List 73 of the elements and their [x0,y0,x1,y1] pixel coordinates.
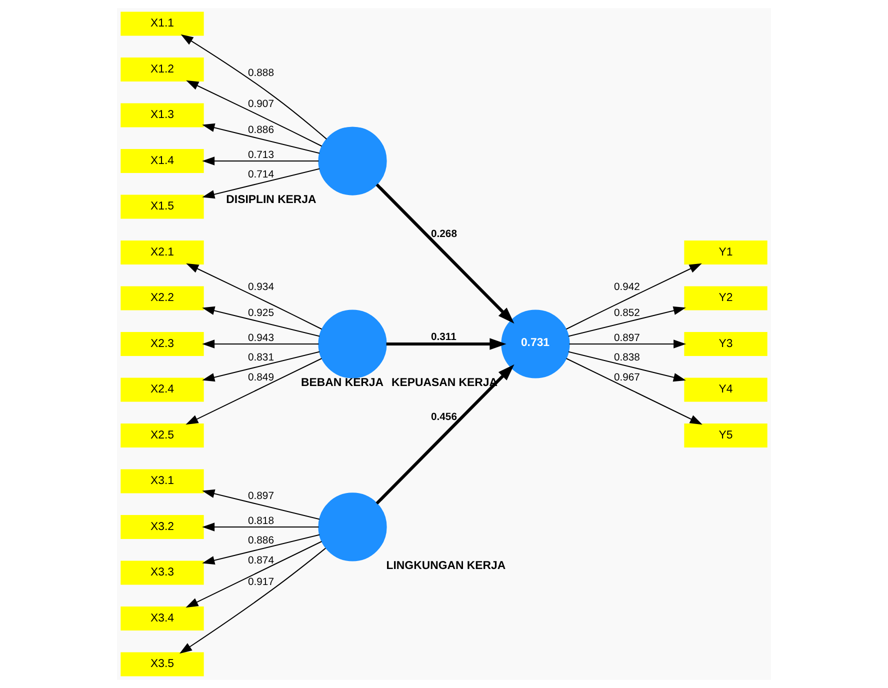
node-box: X2.1 [120,240,204,264]
arrow [180,34,327,140]
edge-label: 0.831 [248,352,274,364]
node-box: X1.4 [120,149,204,173]
node-circle [318,310,387,378]
arrow [202,306,320,337]
arrow [566,263,702,330]
edge-label: 0.713 [248,150,274,161]
node-box: X3.3 [120,560,204,585]
node-box: X2.3 [120,332,204,356]
arrow [202,534,320,565]
edge-label: 0.886 [248,124,274,136]
node-box: Y1 [684,240,768,264]
edge-label: 0.714 [248,170,274,181]
arrow [202,489,320,520]
node-circle [318,492,387,562]
edge-label: 0.818 [248,516,274,527]
node-box: X2.4 [120,378,204,402]
arrow [569,340,686,348]
node-box: X3.5 [120,652,204,676]
arrow [179,548,326,654]
edge-label: 0.268 [431,228,457,240]
arrow [202,156,319,166]
arrow [568,351,686,382]
arrow [186,358,322,425]
node-box: X1.2 [120,58,204,82]
node-box: X3.2 [120,515,204,539]
node-label: DISIPLIN KERJA [226,194,316,206]
edge-label: 0.838 [614,352,640,364]
edge-label: 0.942 [614,282,640,293]
edge-label: 0.888 [248,68,274,79]
node-box: X1.5 [120,194,204,219]
node-box: Y2 [684,286,768,310]
edge-label: 0.917 [248,577,274,588]
node-box: Y5 [684,424,768,448]
arrow [386,338,506,350]
node-box: X1.1 [120,12,204,36]
arrow [186,80,322,147]
edge-label: 0.907 [248,98,274,110]
edge-label: 0.886 [248,536,274,547]
node-box: X2.5 [120,424,204,448]
node-circle: 0.731 [501,310,570,378]
edge-label: 0.874 [248,555,274,566]
arrow [202,351,320,382]
arrow [202,340,319,348]
edge-label: 0.852 [614,308,640,319]
node-box: Y4 [684,378,768,402]
node-box: X1.3 [120,103,204,128]
node-circle [318,126,387,196]
edge-label: 0.897 [248,490,274,502]
node-label: LINGKUNGAN KERJA [386,560,506,572]
edge-label: 0.967 [614,372,640,384]
node-box: X3.4 [120,606,204,630]
node-label: BEBAN KERJA [301,376,384,389]
arrow [202,123,320,154]
arrow [376,364,514,505]
edge-label: 0.925 [248,308,274,319]
node-box: X2.2 [120,286,204,310]
arrow [568,306,686,337]
edge-label: 0.849 [248,372,274,384]
node-box: X3.1 [120,469,204,494]
arrow [566,358,702,425]
edge-label: 0.897 [614,332,640,344]
edge-label: 0.943 [248,332,274,344]
edge-label: 0.456 [431,412,457,423]
node-box: Y3 [684,332,768,356]
edge-label: 0.934 [248,282,274,293]
arrow [186,263,322,330]
arrow [202,168,320,199]
edge-label: 0.311 [431,332,456,343]
arrow [202,522,319,532]
arrow [376,183,514,324]
arrow [186,541,322,608]
